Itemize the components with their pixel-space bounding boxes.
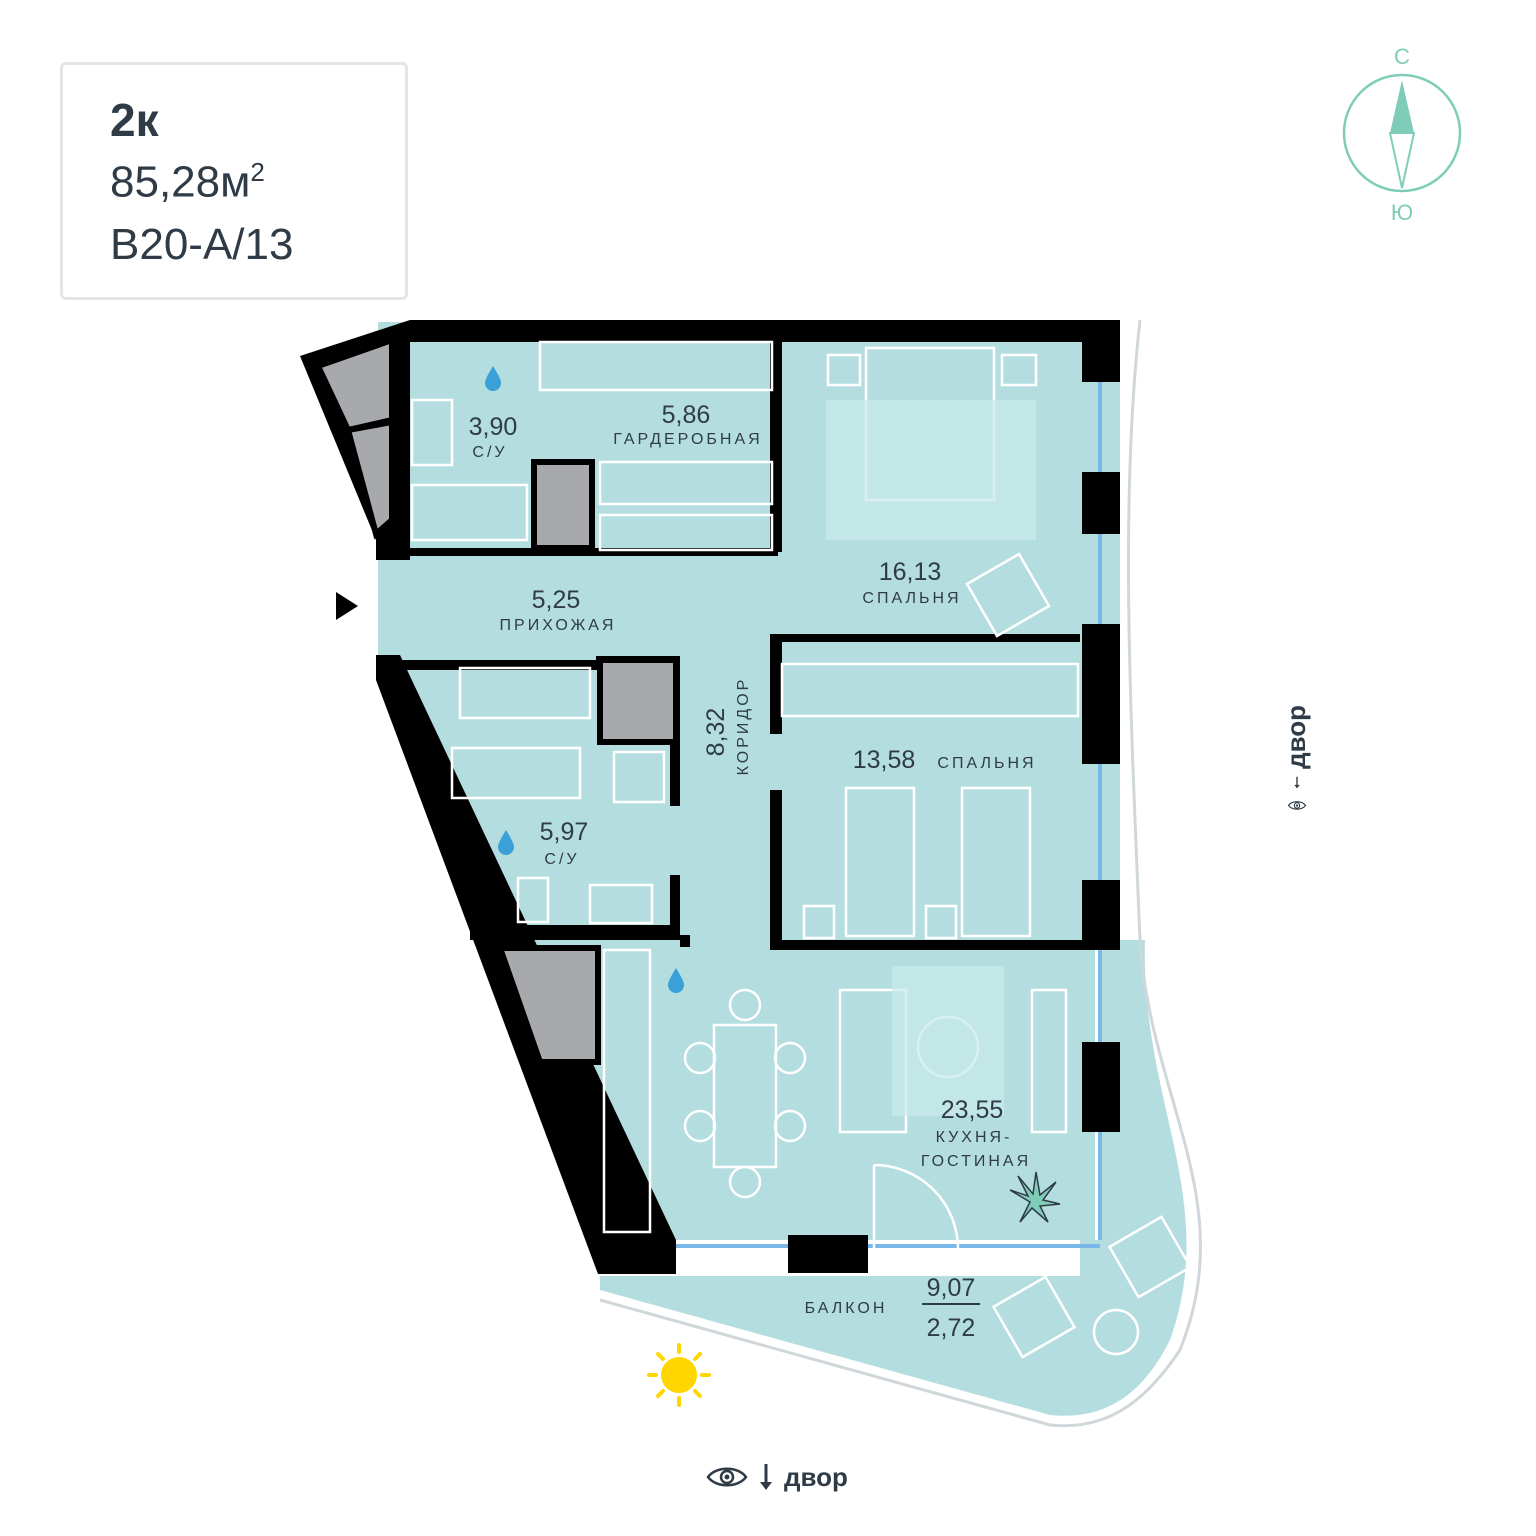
bedroom1-area: 16,13 [879, 558, 942, 586]
living-name-1: КУХНЯ- [936, 1129, 1013, 1146]
compass-north-label: С [1394, 44, 1410, 69]
windows [676, 382, 1102, 1248]
hall-area: 5,25 [532, 586, 581, 614]
view-bottom: двор [706, 1460, 848, 1494]
apartment-code: B20-A/13 [110, 220, 294, 269]
wc1-name: С/У [472, 444, 507, 461]
compass-icon: С Ю [1342, 44, 1462, 225]
wc1-area: 3,90 [469, 413, 518, 441]
living-area: 23,55 [941, 1096, 1004, 1124]
room-count: 2к [110, 94, 159, 146]
corridor-name: КОРИДОР [735, 677, 752, 776]
corridor-area: 8,32 [702, 708, 730, 757]
balcony-area-reduced: 2,72 [927, 1314, 976, 1342]
furniture [410, 340, 1193, 1359]
shafts [313, 335, 679, 1065]
view-right-label: двор [1281, 705, 1312, 769]
living-name-2: ГОСТИНАЯ [921, 1153, 1031, 1170]
hall-name: ПРИХОЖАЯ [500, 617, 617, 634]
eye-icon [706, 1467, 748, 1487]
wc2-name: С/У [544, 851, 579, 868]
wardrobe-area: 5,86 [662, 401, 711, 429]
wc2-area: 5,97 [540, 818, 589, 846]
apartment-area: 85,28м2 [110, 157, 265, 207]
sun-icon [647, 1343, 711, 1407]
view-bottom-label: двор [784, 1461, 848, 1492]
bedroom2-name: СПАЛЬНЯ [937, 755, 1036, 772]
balcony-area-total: 9,07 [927, 1274, 976, 1302]
bedroom2-area: 13,58 [853, 746, 916, 774]
water-drop-icons [485, 366, 684, 993]
compass-south-label: Ю [1391, 200, 1413, 225]
plant-icon [1009, 1171, 1061, 1223]
apartment-info-card: 2к 85,28м2 B20-A/13 [60, 62, 408, 300]
bedroom1-name: СПАЛЬНЯ [862, 590, 961, 607]
eye-icon [1287, 801, 1307, 810]
wardrobe-name: ГАРДЕРОБНАЯ [613, 431, 762, 448]
view-right: двор [1277, 705, 1317, 815]
balcony-name: БАЛКОН [805, 1300, 888, 1317]
balcony-floor [600, 940, 1187, 1416]
arrow-down-icon [1294, 776, 1300, 789]
arrow-down-icon [760, 1464, 772, 1490]
entrance-arrow-icon [336, 592, 358, 620]
